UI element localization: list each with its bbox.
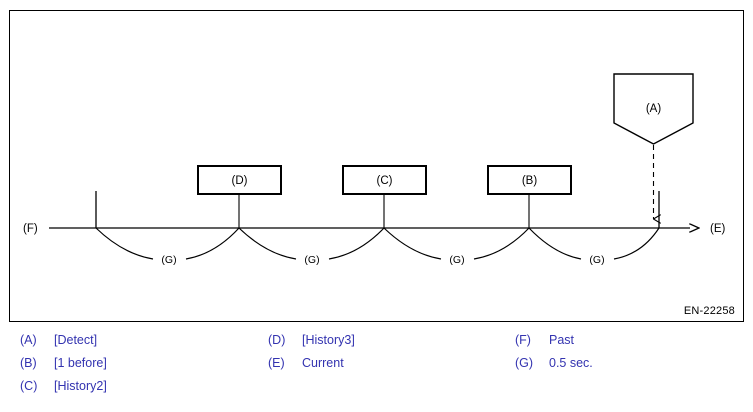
legend-column-1: (A) [Detect] (B) [1 before] (C) [History… bbox=[20, 333, 107, 402]
interval-label-4: (G) bbox=[589, 254, 604, 266]
interval-arc-4-left bbox=[528, 227, 582, 260]
legend-value: [History3] bbox=[302, 333, 355, 347]
history-box-history3[interactable] bbox=[197, 165, 282, 195]
detect-callout-label: (A) bbox=[646, 103, 662, 115]
timeline-diagram: E) --> (F) (E) (G) (G) (G) (G) bbox=[23, 73, 726, 266]
detect-callout-pentagon[interactable] bbox=[613, 73, 694, 145]
legend-item: (F) Past bbox=[515, 333, 593, 356]
legend-key: (C) bbox=[20, 379, 38, 393]
legend-value: [1 before] bbox=[54, 356, 107, 370]
legend-item: (D) [History3] bbox=[268, 333, 355, 356]
legend-item: (B) [1 before] bbox=[20, 356, 107, 379]
legend-key: (A) bbox=[20, 333, 37, 347]
legend-item: (C) [History2] bbox=[20, 379, 107, 402]
history-box-history3-label: (D) bbox=[232, 175, 248, 187]
legend: (A) [Detect] (B) [1 before] (C) [History… bbox=[0, 333, 753, 412]
figure-code: EN-22258 bbox=[683, 305, 735, 317]
legend-value: Past bbox=[549, 333, 575, 347]
legend-value: [Detect] bbox=[54, 333, 98, 347]
legend-item: (G) 0.5 sec. bbox=[515, 356, 593, 379]
interval-arc-2-right bbox=[328, 227, 385, 260]
legend-value: 0.5 sec. bbox=[549, 356, 593, 370]
history-box-history2-label: (C) bbox=[377, 175, 393, 187]
legend-item: (E) Current bbox=[268, 356, 355, 379]
legend-key: (G) bbox=[515, 356, 534, 370]
interval-arc-4-right bbox=[613, 227, 660, 260]
interval-arc-1-left bbox=[95, 227, 154, 260]
figure-panel: E) --> (F) (E) (G) (G) (G) (G) bbox=[9, 10, 744, 322]
interval-label-3: (G) bbox=[449, 254, 464, 266]
legend-key: (D) bbox=[268, 333, 286, 347]
legend-key: (F) bbox=[515, 333, 531, 347]
timeline-past-label: (F) bbox=[23, 223, 38, 235]
history-box-one-before-label: (B) bbox=[522, 175, 538, 187]
legend-value: [History2] bbox=[54, 379, 107, 393]
legend-column-3: (F) Past (G) 0.5 sec. bbox=[515, 333, 593, 379]
legend-key: (E) bbox=[268, 356, 285, 370]
legend-column-2: (D) [History3] (E) Current bbox=[268, 333, 355, 379]
interval-arc-3-right bbox=[473, 227, 530, 260]
interval-label-2: (G) bbox=[304, 254, 319, 266]
interval-label-1: (G) bbox=[161, 254, 176, 266]
timeline-current-label: (E) bbox=[710, 223, 726, 235]
interval-arc-3-left bbox=[383, 227, 442, 260]
interval-arc-1-right bbox=[185, 227, 240, 260]
interval-arc-2-left bbox=[238, 227, 297, 260]
legend-key: (B) bbox=[20, 356, 37, 370]
history-box-history2[interactable] bbox=[342, 165, 427, 195]
legend-value: Current bbox=[302, 356, 344, 370]
legend-item: (A) [Detect] bbox=[20, 333, 107, 356]
history-box-one-before[interactable] bbox=[487, 165, 572, 195]
